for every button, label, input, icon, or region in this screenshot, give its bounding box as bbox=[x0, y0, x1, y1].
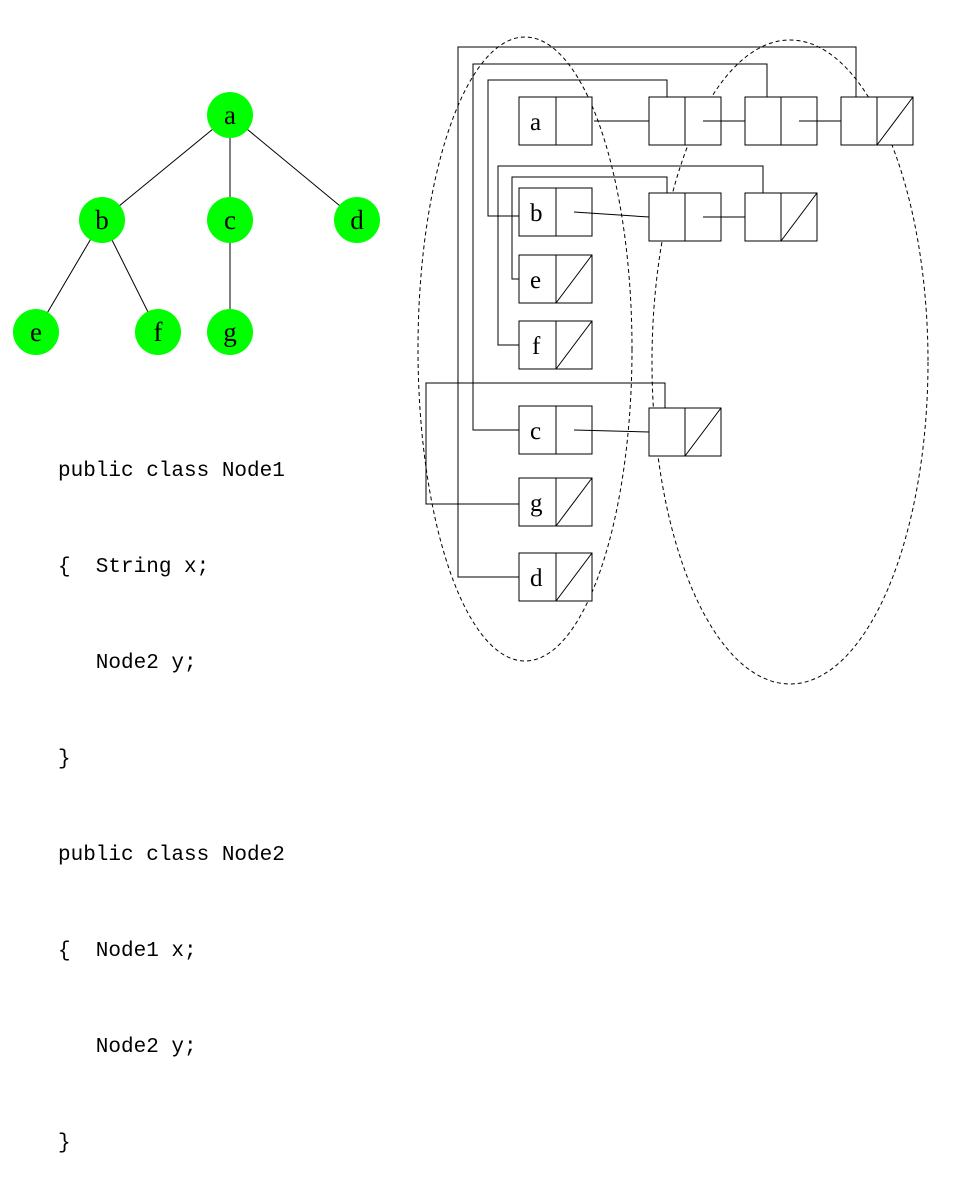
box-label-c: c bbox=[530, 418, 541, 445]
node2-group-ellipse bbox=[651, 39, 929, 685]
tree-label-c: c bbox=[224, 205, 236, 235]
node1-boxes bbox=[518, 96, 593, 602]
child-pointers bbox=[425, 46, 857, 578]
tree-node-b bbox=[79, 197, 125, 243]
next-pointers bbox=[573, 120, 841, 433]
code-line: public class Node2 bbox=[58, 844, 285, 867]
tree-node-d bbox=[334, 197, 380, 243]
tree-label-e: e bbox=[30, 317, 42, 347]
box-label-d: d bbox=[530, 565, 543, 592]
code-line: public class Node1 bbox=[58, 460, 285, 483]
tree-diagram: a b c d e f g a b e f c g bbox=[13, 36, 929, 685]
tree-nodes bbox=[13, 92, 380, 355]
edge-a-b bbox=[101, 114, 231, 221]
tree-node-a bbox=[207, 92, 253, 138]
box-label-a: a bbox=[530, 109, 541, 136]
code-line: } bbox=[58, 1132, 71, 1155]
tree-node-g bbox=[207, 309, 253, 355]
tree-label-a: a bbox=[224, 100, 236, 130]
code-line: Node2 y; bbox=[58, 652, 197, 675]
tree-label-d: d bbox=[350, 205, 364, 235]
box-label-f: f bbox=[532, 333, 541, 360]
node1-null-slashes bbox=[555, 254, 593, 602]
tree-label-f: f bbox=[154, 317, 163, 347]
code-line: } bbox=[58, 748, 71, 771]
tree-label-b: b bbox=[95, 205, 109, 235]
code-line: { String x; bbox=[58, 556, 210, 579]
node2-null-slashes bbox=[684, 96, 914, 457]
box-label-g: g bbox=[530, 490, 543, 517]
box-label-b: b bbox=[530, 200, 543, 227]
code-line: Node2 y; bbox=[58, 1036, 197, 1059]
code-line: { Node1 x; bbox=[58, 940, 197, 963]
class-definitions-code: public class Node1 { String x; Node2 y; … bbox=[58, 392, 285, 1192]
tree-label-g: g bbox=[223, 317, 237, 347]
box-label-e: e bbox=[530, 267, 541, 294]
tree-node-c bbox=[207, 197, 253, 243]
edge-a-d bbox=[229, 114, 358, 221]
node2-cells bbox=[648, 96, 914, 457]
tree-node-e bbox=[13, 309, 59, 355]
node1-group-ellipse bbox=[417, 36, 633, 662]
tree-node-f bbox=[135, 309, 181, 355]
